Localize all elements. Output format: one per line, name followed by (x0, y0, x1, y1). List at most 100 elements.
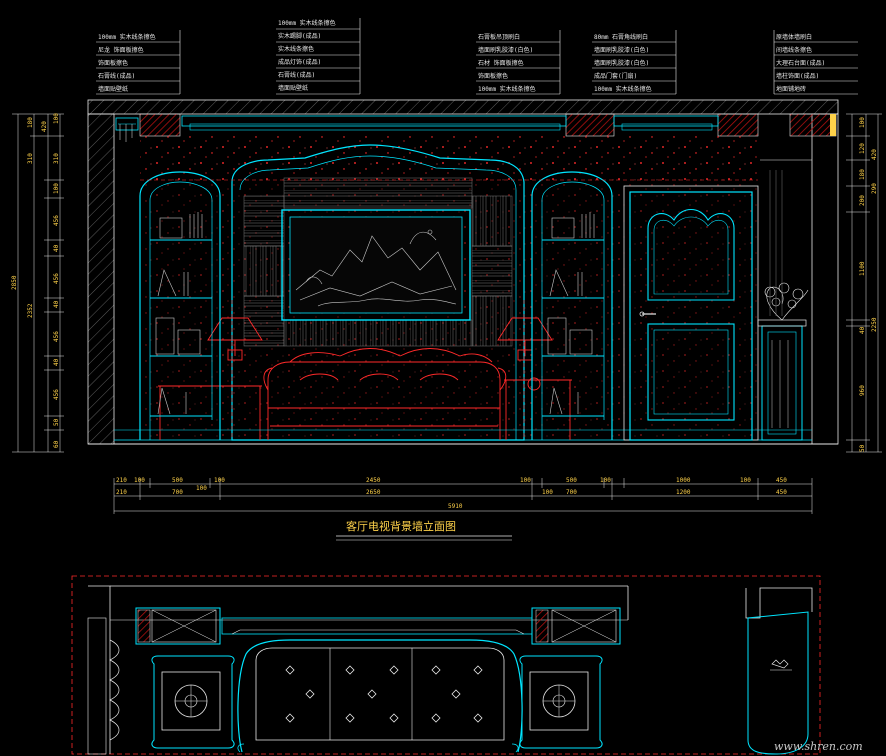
note-right-a-3: 石材 饰面板擦色 (478, 59, 524, 67)
note-right-b-4: 成品门套(门扇) (594, 72, 637, 80)
dim-left-inner-3: 100 (53, 183, 60, 194)
dim-bottom-total: 5910 (448, 503, 463, 510)
plan-plant-icon (771, 659, 789, 669)
dim-bottom-row2-6: 450 (776, 489, 787, 496)
ceiling-box-left (139, 113, 181, 137)
right-wall-strip (811, 113, 839, 445)
notes-left-group: 100mm 实木线条擦色 尼龙 饰面板擦色 饰面板擦色 石膏线(成品) 墙面贴壁… (96, 30, 181, 95)
dimension-lines-right (846, 113, 882, 453)
dim-bottom-5: 2450 (366, 477, 381, 484)
dim-right-inner-1: 100 (859, 117, 866, 128)
note-right-b-3: 墙面刷乳胶漆(白色) (594, 59, 649, 67)
note-far-right-4: 墙柱饰面(成品) (776, 72, 819, 80)
dim-left-extra-3: 420 (41, 121, 48, 132)
plan-curtain-left (109, 639, 120, 741)
ceiling-box-far-right (789, 113, 837, 137)
dim-bottom-7: 500 (566, 477, 577, 484)
red-guides (140, 179, 758, 440)
plan-tv-console (221, 617, 533, 635)
note-far-right-3: 大理石台面(成品) (776, 59, 825, 67)
note-right-a-2: 墙面刷乳胶漆(白色) (478, 46, 533, 54)
dim-bottom-2: 100 (134, 477, 145, 484)
ceiling-end-cap (830, 114, 836, 136)
dim-right-inner-2: 120 (859, 143, 866, 154)
dim-bottom-row2-1: 210 (116, 489, 127, 496)
plant-decoration (764, 282, 809, 321)
dimension-text-right: 100 120 180 200 1100 40 960 50 420 290 2… (859, 117, 878, 452)
note-center-2: 实木踢脚(成品) (278, 32, 321, 40)
side-plinth-right (757, 159, 812, 441)
dimension-lines-bottom (113, 478, 813, 514)
left-wall-column (87, 113, 115, 445)
note-far-right-1: 原墙体墙刷白 (776, 33, 812, 41)
note-right-a-1: 石膏板吊顶刷白 (478, 33, 520, 41)
dim-left-inner-4: 456 (53, 215, 60, 226)
dim-left-inner-7: 40 (53, 300, 60, 308)
dimension-text-left: 2850 2352 180 310 420 100 310 100 456 40… (11, 113, 60, 448)
dim-bottom-4: 100 (214, 477, 225, 484)
ceiling-box-center (565, 113, 615, 137)
dim-left-inner-6: 456 (53, 273, 60, 284)
landscape-painting (295, 229, 457, 307)
plan-boundary (71, 575, 821, 755)
drawing-title-block: 客厅电视背景墙立面图 (336, 519, 512, 541)
dim-bottom-sub-1: 100 (196, 485, 207, 492)
dim-bottom-8: 100 (600, 477, 611, 484)
watermark-text: www.shren.com (774, 740, 863, 753)
note-center-6: 墙面贴壁纸 (278, 84, 308, 92)
display-cabinet-left (139, 171, 221, 440)
dim-right-extra-1: 420 (871, 149, 878, 160)
drawing-title: 客厅电视背景墙立面图 (346, 519, 456, 533)
note-right-b-5: 100mm 实木线条擦色 (594, 85, 652, 93)
plan-view (71, 575, 821, 755)
dim-right-outer-1: 2250 (871, 317, 878, 332)
dim-right-inner-5: 1100 (859, 261, 866, 276)
door-elevation (623, 185, 759, 441)
dim-left-inner-9: 40 (53, 358, 60, 366)
dim-bottom-row2-4: 700 (566, 489, 577, 496)
plan-side-table-left (151, 655, 235, 749)
note-left-3: 饰面板擦色 (98, 59, 128, 67)
dim-left-inner-5: 40 (53, 244, 60, 252)
dim-bottom-row2-5: 1200 (676, 489, 691, 496)
lamp-left (158, 317, 263, 440)
notes-right-a-group: 石膏板吊顶刷白 墙面刷乳胶漆(白色) 石材 饰面板擦色 饰面板擦色 100mm … (476, 30, 561, 95)
elevation-view (87, 99, 839, 445)
note-right-a-4: 饰面板擦色 (478, 72, 508, 80)
note-far-right-5: 地面铺地砖 (776, 85, 806, 93)
tv-frame-inner (289, 216, 463, 314)
dim-left-extra-2: 310 (27, 153, 34, 164)
plan-sofa (237, 639, 523, 753)
note-left-5: 墙面贴壁纸 (98, 85, 128, 93)
dim-right-extra-2: 290 (871, 183, 878, 194)
dim-left-inner-11: 50 (53, 418, 60, 426)
note-center-1: 100mm 实木线条擦色 (278, 19, 336, 27)
tv-frame-outer (281, 209, 471, 321)
note-right-b-2: 墙面刷乳胶漆(白色) (594, 46, 649, 54)
dim-left-inner-10: 456 (53, 389, 60, 400)
notes-far-right-group: 原墙体墙刷白 间墙线条擦色 大理石台面(成品) 墙柱饰面(成品) 地面铺地砖 (773, 30, 858, 95)
dimension-text-bottom: 210 100 500 100 2450 100 500 100 1000 10… (116, 477, 787, 510)
plan-side-table-right (519, 655, 603, 749)
note-left-2: 尼龙 饰面板擦色 (98, 46, 144, 54)
dim-bottom-10: 100 (740, 477, 751, 484)
dim-bottom-9: 1000 (676, 477, 691, 484)
dim-bottom-6: 100 (520, 477, 531, 484)
ceiling-box-right (717, 113, 759, 137)
plan-side-plinth (747, 611, 809, 755)
note-right-a-5: 100mm 实木线条擦色 (478, 85, 536, 93)
dim-left-outer-1: 2850 (11, 275, 18, 290)
dim-right-inner-6: 40 (859, 326, 866, 334)
dim-right-inner-3: 180 (859, 169, 866, 180)
note-center-3: 实木线条擦色 (278, 45, 314, 53)
dim-bottom-row2-2: 700 (172, 489, 183, 496)
note-far-right-2: 间墙线条擦色 (776, 46, 812, 54)
note-center-4: 成品灯饰(成品) (278, 58, 321, 66)
dim-bottom-3: 500 (172, 477, 183, 484)
dimension-lines-left (12, 113, 64, 453)
ceiling-slab (87, 99, 839, 115)
dim-left-extra-1: 180 (27, 117, 34, 128)
dim-left-inner-2: 310 (53, 153, 60, 164)
dim-bottom-11: 450 (776, 477, 787, 484)
